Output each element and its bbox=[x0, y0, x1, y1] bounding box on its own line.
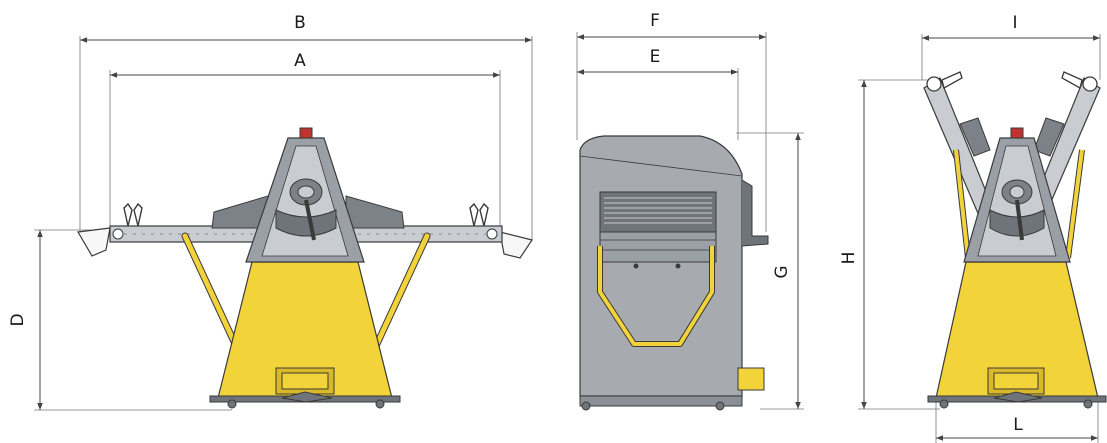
dimension-label-e: E bbox=[650, 47, 661, 67]
dimension-e: E bbox=[577, 47, 739, 140]
foot-pedal bbox=[281, 391, 333, 403]
side-feed-opening bbox=[599, 191, 717, 233]
dimension-g: G bbox=[736, 132, 804, 410]
folded-right-handle bbox=[1061, 71, 1098, 92]
dimension-label-l: L bbox=[1013, 415, 1023, 435]
dimension-label-a: A bbox=[294, 51, 306, 71]
dimension-d: D bbox=[8, 229, 232, 411]
folded-left-strut bbox=[954, 149, 970, 259]
dimension-a: A bbox=[109, 51, 501, 226]
dimension-label-h: H bbox=[839, 252, 859, 265]
folded-indicator-light bbox=[1010, 127, 1024, 139]
dimension-i: I bbox=[921, 13, 1101, 80]
left-dough-catcher bbox=[77, 227, 111, 257]
indicator-light bbox=[299, 127, 313, 139]
dimension-h: H bbox=[839, 79, 940, 410]
left-roller-handle bbox=[123, 202, 143, 227]
dimension-label-i: I bbox=[1012, 13, 1017, 33]
side-handle bbox=[741, 179, 769, 247]
dimension-b: B bbox=[79, 13, 533, 240]
dimension-label-d: D bbox=[8, 313, 28, 326]
side-view: F E G bbox=[576, 11, 804, 411]
right-dough-catcher bbox=[499, 231, 533, 259]
side-foot-pedal bbox=[737, 367, 765, 391]
folded-right-strut bbox=[1066, 149, 1084, 259]
folded-left-handle bbox=[926, 71, 963, 92]
front-view-folded: I H L bbox=[839, 13, 1107, 443]
dimension-label-g: G bbox=[772, 265, 792, 278]
right-roller-handle bbox=[469, 202, 489, 227]
right-table-cover bbox=[345, 195, 405, 229]
side-cabinet bbox=[579, 135, 743, 397]
dimension-label-b: B bbox=[294, 13, 306, 33]
dimension-label-f: F bbox=[650, 11, 660, 31]
adjustment-lever bbox=[304, 199, 316, 241]
front-view-open: B A D bbox=[8, 13, 533, 411]
dimension-l: L bbox=[935, 400, 1099, 443]
dimension-f: F bbox=[576, 11, 767, 232]
